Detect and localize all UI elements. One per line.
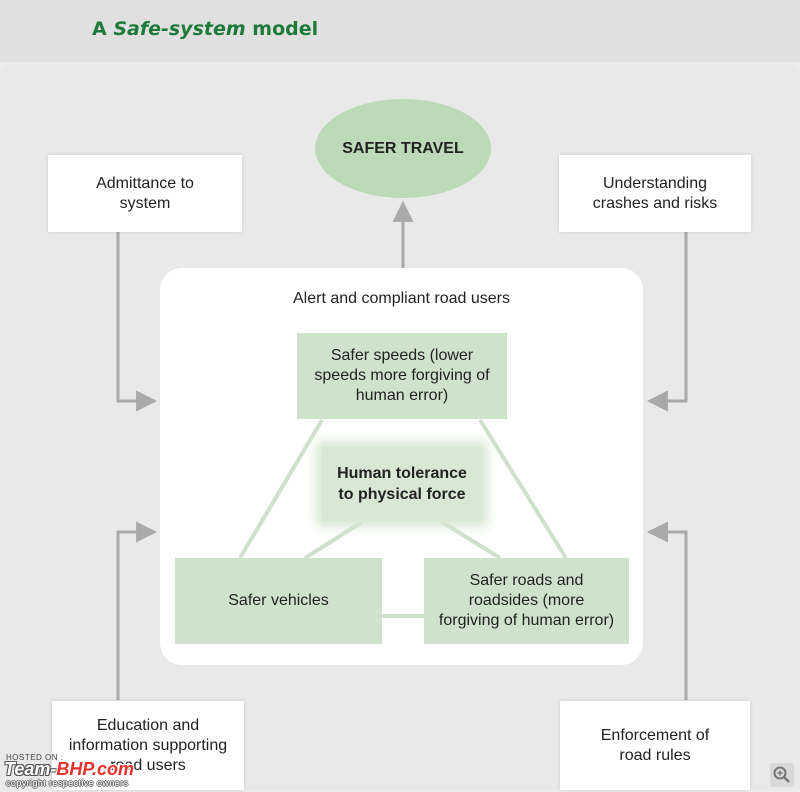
box-admittance: Admittance to system bbox=[48, 155, 242, 232]
box-understanding: Understanding crashes and risks bbox=[559, 155, 751, 232]
arrow-admittance bbox=[116, 232, 158, 412]
arrow-enforcement bbox=[646, 521, 688, 700]
arrow-understanding bbox=[646, 232, 688, 412]
outcome-ellipse: SAFER TRAVEL bbox=[315, 99, 491, 198]
inner-panel-label: Alert and compliant road users bbox=[293, 290, 510, 307]
magnifier-icon bbox=[773, 766, 790, 783]
box-education: Education and information supporting roa… bbox=[52, 701, 244, 790]
zoom-button[interactable] bbox=[770, 763, 794, 787]
box-enforcement: Enforcement of road rules bbox=[560, 701, 750, 790]
watermark-copyright: copyright respective owners bbox=[6, 778, 129, 788]
arrow-education bbox=[116, 521, 158, 700]
connector-speeds-vehicles bbox=[238, 418, 324, 560]
watermark-brand: Team-BHP.com bbox=[4, 759, 135, 779]
box-safer-roads: Safer roads and roadsides (more forgivin… bbox=[424, 558, 629, 644]
connector-center-roads bbox=[440, 520, 502, 560]
diagram-title: A Safe-system model bbox=[92, 18, 319, 40]
box-safer-speeds: Safer speeds (lower speeds more forgivin… bbox=[297, 333, 507, 419]
watermark-hosted: HOSTED ON : bbox=[6, 753, 64, 762]
title-band bbox=[0, 0, 800, 62]
center-human-tolerance: Human tolerance to physical force bbox=[322, 447, 482, 521]
connector-center-vehicles bbox=[303, 520, 364, 560]
box-safer-vehicles: Safer vehicles bbox=[175, 558, 382, 644]
connector-speeds-roads bbox=[478, 418, 568, 560]
